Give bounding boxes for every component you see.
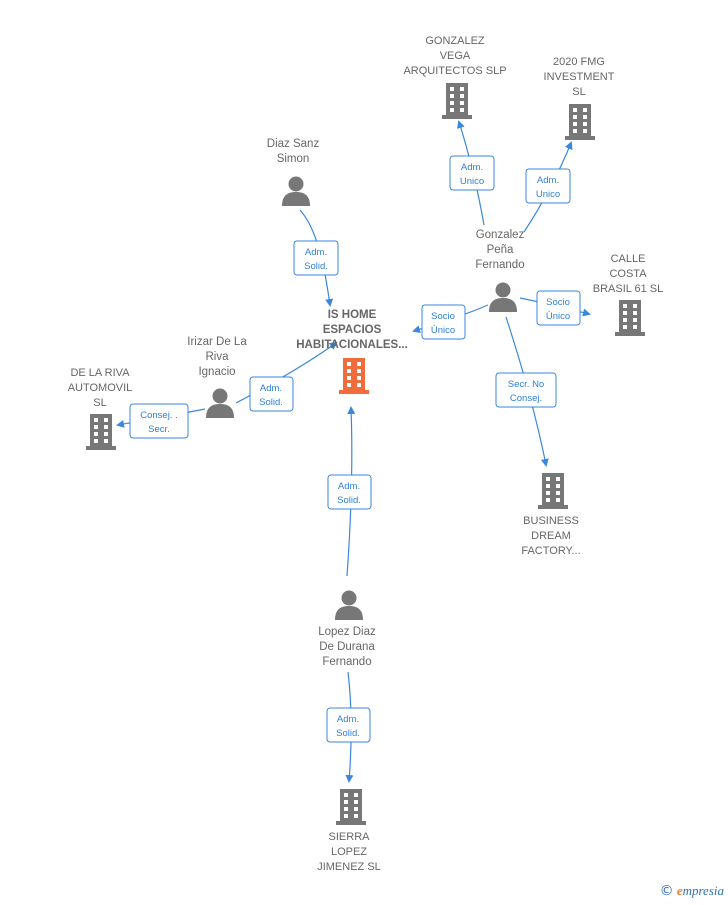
- brand-logo-text: mpresia: [682, 883, 724, 898]
- building-icon: [538, 473, 568, 509]
- person-icon: [489, 282, 517, 312]
- role-labels: Adm. Solid. Adm. Unico Adm. Unico Socio …: [129, 155, 581, 743]
- role-line-1: Consej. .: [140, 410, 178, 421]
- role-box-irizar-ishome[interactable]: Adm. Solid.: [249, 376, 294, 412]
- node-label-line-3: Ignacio: [198, 366, 235, 378]
- role-line-2: Secr.: [148, 424, 170, 435]
- node-calle-costa-brasil[interactable]: CALLE COSTA BRASIL 61 SL: [593, 253, 664, 336]
- edges: [116, 120, 591, 783]
- node-label-line-3: ARQUITECTOS SLP: [403, 65, 506, 77]
- node-label-line-2: COSTA: [609, 268, 647, 280]
- building-icon: [336, 789, 366, 825]
- brand-logo-initial: e: [676, 883, 683, 898]
- node-label-line-2: Riva: [205, 351, 229, 363]
- role-line-1: Adm.: [260, 383, 282, 394]
- node-gonzalez-pena[interactable]: Gonzalez Peña Fernando: [475, 229, 525, 312]
- building-icon: [86, 414, 116, 450]
- building-icon: [565, 104, 595, 140]
- node-label-line-1: 2020 FMG: [553, 56, 605, 68]
- role-box-gp-gonzalezvega[interactable]: Adm. Unico: [449, 155, 495, 191]
- role-box-lopez-ishome[interactable]: Adm. Solid.: [327, 474, 372, 510]
- node-label-line-1: BUSINESS: [523, 515, 579, 527]
- node-label-line-2: VEGA: [440, 50, 471, 62]
- node-fmg-investment[interactable]: 2020 FMG INVESTMENT SL: [544, 56, 615, 140]
- role-line-1: Socio: [431, 311, 455, 322]
- node-label-line-2: INVESTMENT: [544, 71, 615, 83]
- role-line-2: Unico: [536, 189, 560, 200]
- node-label-line-2: AUTOMOVIL: [68, 382, 133, 394]
- node-label-line-1: Lopez Diaz: [318, 626, 376, 638]
- role-box-diaz-ishome[interactable]: Adm. Solid.: [293, 240, 339, 276]
- node-label-line-2: DREAM: [531, 530, 571, 542]
- role-line-2: Solid.: [259, 397, 283, 408]
- role-line-2: Solid.: [336, 728, 360, 739]
- node-label-line-2: Simon: [277, 153, 310, 165]
- role-box-irizar-delariva[interactable]: Consej. . Secr.: [129, 403, 189, 439]
- node-label-line-1: Diaz Sanz: [267, 138, 320, 150]
- node-label-line-1: DE LA RIVA: [70, 367, 130, 379]
- node-label-line-2: ESPACIOS: [323, 324, 382, 336]
- role-line-1: Adm.: [338, 481, 360, 492]
- copyright-icon: ©: [659, 883, 674, 899]
- role-line-2: Solid.: [304, 261, 328, 272]
- node-label-line-1: Irizar De La: [187, 336, 247, 348]
- node-label-line-3: BRASIL 61 SL: [593, 283, 664, 295]
- building-icon: [442, 83, 472, 119]
- role-line-1: Adm.: [461, 162, 483, 173]
- node-label-line-1: CALLE: [611, 253, 646, 265]
- node-label-line-3: SL: [572, 86, 585, 98]
- node-gonzalez-vega[interactable]: GONZALEZ VEGA ARQUITECTOS SLP: [403, 35, 507, 119]
- node-label-line-3: SL: [93, 397, 106, 409]
- node-diaz-sanz[interactable]: Diaz Sanz Simon: [267, 138, 320, 206]
- role-line-2: Solid.: [337, 495, 361, 506]
- node-is-home[interactable]: IS HOME ESPACIOS HABITACIONALES...: [296, 309, 408, 394]
- node-label-line-3: Fernando: [322, 656, 371, 668]
- role-line-1: Socio: [546, 297, 570, 308]
- role-line-2: Unico: [460, 176, 484, 187]
- role-box-gp-calle[interactable]: Socio Único: [536, 290, 581, 326]
- node-label-line-3: FACTORY...: [521, 545, 580, 557]
- building-icon: [339, 358, 369, 394]
- role-line-2: Único: [431, 325, 455, 336]
- person-icon: [282, 176, 310, 206]
- role-line-2: Consej.: [510, 393, 542, 404]
- node-lopez-diaz[interactable]: Lopez Diaz De Durana Fernando: [318, 590, 376, 669]
- role-line-1: Adm.: [337, 714, 359, 725]
- role-line-1: Secr. No: [508, 379, 544, 390]
- role-box-gp-fmg[interactable]: Adm. Unico: [525, 168, 571, 204]
- node-de-la-riva[interactable]: DE LA RIVA AUTOMOVIL SL: [68, 367, 133, 450]
- edge-irizar-to-ishome: [235, 341, 338, 404]
- role-box-gp-ishome[interactable]: Socio Único: [421, 304, 466, 340]
- node-label-line-2: De Durana: [319, 641, 375, 653]
- node-label-line-3: Fernando: [475, 259, 524, 271]
- nodes: IS HOME ESPACIOS HABITACIONALES... GONZA…: [68, 35, 664, 873]
- node-sierra[interactable]: SIERRA LOPEZ JIMENEZ SL: [317, 789, 381, 873]
- role-line-1: Adm.: [305, 247, 327, 258]
- node-label-line-3: JIMENEZ SL: [317, 861, 381, 873]
- node-label-line-1: GONZALEZ: [425, 35, 485, 47]
- role-line-1: Adm.: [537, 175, 559, 186]
- node-label-line-1: IS HOME: [328, 309, 377, 321]
- person-icon: [335, 590, 363, 620]
- node-label-line-1: Gonzalez: [476, 229, 525, 241]
- role-box-gp-businessdream[interactable]: Secr. No Consej.: [495, 372, 557, 408]
- building-icon: [615, 300, 645, 336]
- footer-brand: © empresia: [660, 883, 724, 899]
- person-icon: [206, 388, 234, 418]
- node-label-line-1: SIERRA: [329, 831, 371, 843]
- role-line-2: Único: [546, 311, 570, 322]
- node-label-line-2: LOPEZ: [331, 846, 367, 858]
- node-label-line-3: HABITACIONALES...: [296, 339, 408, 351]
- node-business-dream[interactable]: BUSINESS DREAM FACTORY...: [521, 473, 581, 557]
- node-label-line-2: Peña: [487, 244, 514, 256]
- role-box-lopez-sierra[interactable]: Adm. Solid.: [326, 707, 371, 743]
- node-irizar[interactable]: Irizar De La Riva Ignacio: [187, 336, 247, 418]
